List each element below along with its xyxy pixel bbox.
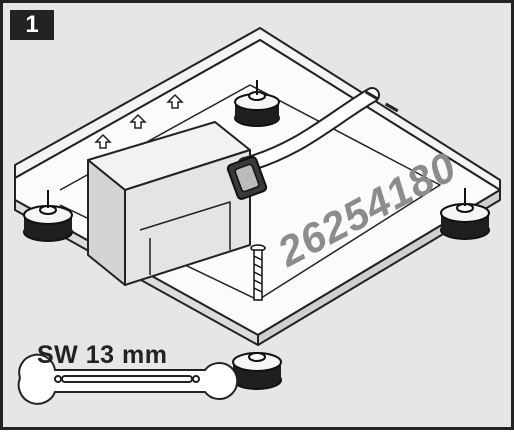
screw	[250, 244, 266, 301]
side-slots	[364, 90, 399, 113]
leveling-foot-right	[440, 188, 490, 240]
drain-hose	[226, 87, 380, 200]
leveling-foot-left	[23, 190, 73, 242]
wrench-icon	[17, 353, 239, 405]
direction-arrows	[94, 93, 184, 149]
wrench-size-label: SW 13 mm	[37, 341, 168, 369]
leveling-foot-rear	[234, 80, 280, 127]
step-number-badge: 1	[10, 10, 54, 40]
hose-compartment	[87, 121, 251, 286]
leveling-foot-front-detached	[232, 352, 282, 390]
